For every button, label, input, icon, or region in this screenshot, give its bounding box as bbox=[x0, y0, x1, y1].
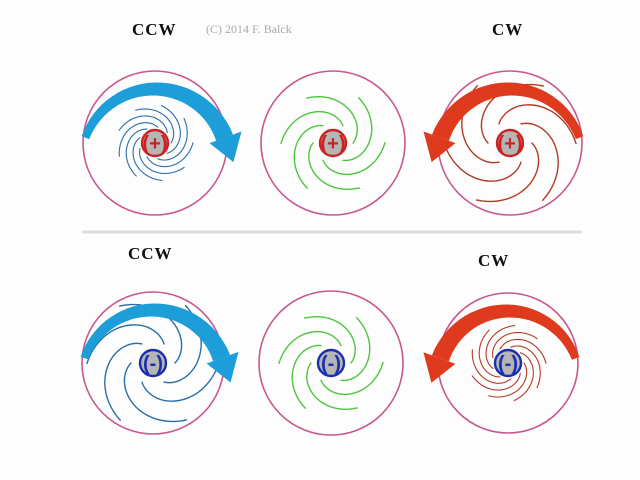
row0-panel1-charge-sign: (+) bbox=[321, 133, 346, 155]
row1-panel1-spiral-arm bbox=[340, 317, 371, 382]
row1-panel1-spiral-arm bbox=[306, 362, 358, 411]
row0-panel0-spiral-arm bbox=[157, 117, 188, 161]
row1-panel2-spiral-arm bbox=[485, 325, 516, 370]
row1-panel2-rotation-arrow-body bbox=[431, 304, 580, 362]
row0-panel2-rotation-arrow-head bbox=[423, 131, 456, 163]
row0-panel2-spiral-arm bbox=[443, 141, 522, 182]
row0-panel0-spiral-arm bbox=[146, 142, 194, 168]
row0-panel1-spiral-arm bbox=[322, 142, 386, 176]
row0-panel1-spiral-arm bbox=[306, 95, 358, 144]
row1-panel2-spiral-arm bbox=[510, 345, 541, 389]
row1-panel2-spiral-arm bbox=[488, 362, 528, 398]
row1-panel1-charge bbox=[316, 348, 346, 378]
row0-panel0-spiral-arm bbox=[135, 108, 175, 144]
copyright-text: (C) 2014 F. Balck bbox=[206, 22, 292, 36]
row1-panel0-spiral-arm bbox=[123, 362, 187, 423]
row0-panel2-spiral-arm bbox=[520, 122, 559, 201]
row1-panel2-spiral-arm bbox=[499, 338, 547, 364]
row0-panel1-spiral-arm bbox=[308, 142, 360, 191]
row0-panel0-rotation-arrow-body bbox=[81, 82, 233, 141]
row0-panel0-rotation-arrow-head bbox=[209, 131, 242, 163]
row1-panel0-spiral-arm bbox=[104, 342, 143, 421]
row0-panel0-spiral-arm bbox=[118, 115, 168, 134]
row1-panel2-spiral-arm bbox=[471, 372, 521, 391]
row0-panel0-spiral-arm bbox=[125, 128, 148, 177]
row1-panel2-charge bbox=[493, 348, 523, 378]
row1-panel1-spiral-arm bbox=[320, 362, 384, 396]
label-cw-bottom: CW bbox=[478, 251, 510, 270]
row1-panel2-spiral-arm bbox=[492, 331, 538, 359]
row1-panel2-rotation-arrow-head bbox=[423, 352, 456, 383]
row0-panel2-spiral-arm bbox=[498, 104, 577, 145]
row1-panel0-spiral-arm bbox=[86, 324, 165, 365]
row0-panel0-spiral-arm bbox=[132, 136, 163, 181]
row0-panel1-field-circle bbox=[260, 70, 406, 216]
row1-panel1-field-circle bbox=[258, 290, 404, 436]
row1-panel2-spiral-arm bbox=[471, 349, 512, 384]
row1-panel1-charge-sign: (-) bbox=[321, 353, 341, 375]
row0-panel1-spiral-arm bbox=[280, 110, 344, 144]
label-cw-top: CW bbox=[492, 20, 524, 39]
row1-panel2-spiral-arm bbox=[513, 352, 534, 402]
row0-panel0-spiral-arm bbox=[118, 122, 159, 157]
row1-panel2-spiral-arm bbox=[478, 329, 501, 378]
row0-panel2-rotation-arrow-body bbox=[432, 82, 584, 141]
row1-panel0-rotation-arrow-head bbox=[206, 351, 239, 383]
row0-panel2-spiral-arm bbox=[476, 142, 540, 203]
row1-panel1-spiral-arm bbox=[304, 315, 356, 364]
row1-panel0-spiral-arm bbox=[141, 361, 220, 402]
row1-panel0-charge bbox=[138, 348, 168, 378]
row0-panel0-spiral-arm bbox=[160, 104, 181, 154]
row1-panel0-rotation-arrow-body bbox=[80, 303, 231, 362]
row0-panel1-charge bbox=[318, 128, 348, 158]
row0-panel2-charge-sign: (+) bbox=[498, 133, 523, 155]
row0-panel0-charge bbox=[140, 128, 170, 158]
row1-panel1-spiral-arm bbox=[291, 344, 322, 409]
row0-panel1-spiral-arm bbox=[342, 97, 373, 162]
label-ccw-bottom: CCW bbox=[128, 244, 173, 263]
label-ccw-top: CCW bbox=[132, 20, 177, 39]
row0-panel1-spiral-arm bbox=[293, 124, 324, 189]
row1-panel2-charge-sign: (-) bbox=[498, 353, 518, 375]
row1-panel0-charge-sign: (-) bbox=[143, 353, 163, 375]
row0-panel0-charge-sign: (+) bbox=[143, 133, 168, 155]
row1-panel1-spiral-arm bbox=[278, 330, 342, 364]
row0-panel0-spiral-arm bbox=[139, 147, 185, 175]
row0-panel2-charge bbox=[495, 128, 525, 158]
